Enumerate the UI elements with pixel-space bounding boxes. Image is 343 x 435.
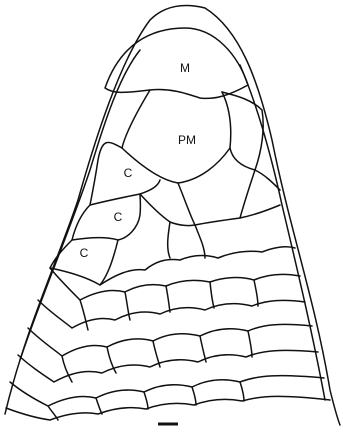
- gular-row-1: [100, 247, 295, 285]
- label-postmental: PM: [178, 133, 196, 147]
- mid-shield: [140, 194, 205, 258]
- right-shield-a: [222, 92, 263, 170]
- mental-scale: [105, 28, 248, 98]
- right-shield-c: [240, 170, 280, 218]
- inner-rim-left: [20, 50, 140, 360]
- gular-row-7: [6, 396, 330, 420]
- gular-row-3: [38, 300, 305, 328]
- label-chin-1: C: [124, 166, 133, 180]
- gular-row-2: [50, 268, 300, 300]
- head-outline: [5, 6, 340, 425]
- label-chin-3: C: [80, 246, 89, 260]
- label-chin-2: C: [114, 210, 123, 224]
- label-mental: M: [180, 61, 190, 75]
- postmental-scale: [122, 90, 231, 183]
